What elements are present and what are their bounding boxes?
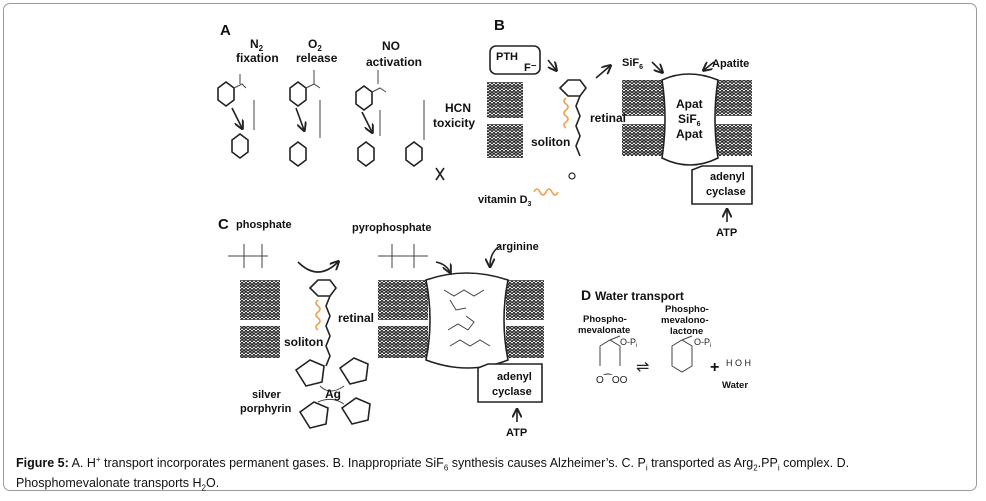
arginine-label: arginine [496,241,539,253]
activation-label: activation [366,55,422,69]
release-label: release [296,51,338,65]
apatite-channel [661,73,719,166]
phosphate-arrow [297,262,338,273]
plus-sign: + [710,359,719,376]
equilibrium-arrows: ⇌ [636,357,649,376]
hcn-label: HCN [445,101,471,115]
adenyl-label-b: adenyl [710,171,745,183]
sif6-out-arrow [595,66,610,79]
soliton-label-b: soliton [531,135,570,149]
soliton-wave [563,97,569,129]
panel-d-letter: D [581,287,591,303]
retinal-ring [558,79,587,97]
apatite-label: Apatite [712,58,749,70]
adenyl-label-c: adenyl [497,371,532,383]
arginine-channel [425,272,509,369]
panel-d: D Water transport Phospho- mevalonate Ph… [578,287,751,391]
membrane-c-left-upper [240,280,280,320]
membrane-c-mid-upper [378,280,428,320]
retinal-label-c: retinal [338,311,374,325]
no-label: NO [382,39,400,53]
membrane-b-lower-left [622,124,664,156]
membrane-b-upper-right [716,80,752,116]
mevalonate-structure [599,335,621,366]
vitamin-d3-label: vitamin D3 [478,194,532,208]
figure-frame [3,3,977,491]
porphyrin-label: porphyrin [240,403,292,415]
cyclase-label-c: cyclase [492,386,532,398]
mevalonate-label-2: mevalonate [578,325,630,336]
membrane-b-lower-right [716,124,752,156]
figure-caption: Figure 5: A. H+ transport incorporates p… [16,452,976,495]
pth-arrow [547,59,556,70]
retinal-label-b: retinal [590,111,626,125]
nicotinamide-structures [217,70,445,181]
phosphate-structures [228,244,428,268]
lactone-label-2: mevalono- [661,315,709,326]
retinal-chain [575,95,581,157]
vitamin-wave [533,188,559,196]
pyrophosphate-label: pyrophosphate [352,222,431,234]
panel-d-title: Water transport [595,289,684,303]
lactone-label-3: lactone [670,326,703,337]
retinal-ring-c [308,279,337,297]
retinal-chain-c [325,295,331,367]
water-label: Water [722,380,748,391]
reaction-arrows [231,107,372,132]
pth-box [489,45,541,75]
fixation-label: fixation [236,51,279,65]
phosphate-label: phosphate [236,219,292,231]
membrane-c-mid-lower [378,326,428,358]
arg2-ppi-complex [443,289,491,347]
membrane-c-left-lower [240,326,280,358]
membrane-c-right-upper [506,280,544,320]
channel-apat-1: Apat [676,97,703,111]
n2-label: N2 [250,37,264,53]
soliton-wave-c [315,299,321,331]
panel-b: B PTH F⁻ retinal soliton vitamin D3 SiF6… [478,17,753,239]
lactone-label-1: Phospho- [665,304,709,315]
adenyl-cyclase-box-b [691,165,753,205]
atp-label-c: ATP [506,427,527,439]
o2-label: O2 [308,37,322,53]
silver-label: silver [252,389,281,401]
svg-text:O⁀OO: O⁀OO [596,373,628,386]
sif6-label: SiF6 [622,57,643,71]
caption-line-1: Figure 5: A. H+ transport incorporates p… [16,455,850,473]
pth-label: PTH [496,51,518,63]
soliton-label-c: soliton [284,335,323,349]
membrane-left-lower [487,124,523,158]
mevalonate-label-1: Phospho- [583,314,627,325]
lactone-substituent: O-Pi [694,337,711,349]
panel-b-letter: B [494,17,505,34]
ag-label: Ag [325,387,341,401]
panel-a: A N2 fixation O2 release NO activation H… [217,22,475,181]
panel-c-letter: C [218,216,229,233]
panel-c: C phosphate pyrophosphate arginine retin… [218,216,544,439]
fluoride-label: F⁻ [524,62,537,74]
cyclase-label-b: cyclase [706,186,746,198]
lactone-structure [671,335,693,373]
membrane-c-right-lower [506,326,544,358]
membrane-b-upper-left [622,80,664,116]
mevalonate-substituent: O-Pi [620,337,637,349]
toxicity-label: toxicity [433,116,475,130]
silver-porphyrin [294,357,371,429]
caption-label: Figure 5: [16,456,69,471]
water-structure: H O H [726,358,751,368]
channel-apat-2: Apat [676,127,703,141]
adenyl-cyclase-box-c [477,363,543,403]
caption-line-2: Phosphomevalonate transports H2O. [16,475,220,493]
panel-a-letter: A [220,22,231,39]
atp-label-b: ATP [716,227,737,239]
membrane-left-upper [487,82,523,118]
channel-sif6: SiF6 [678,112,701,128]
